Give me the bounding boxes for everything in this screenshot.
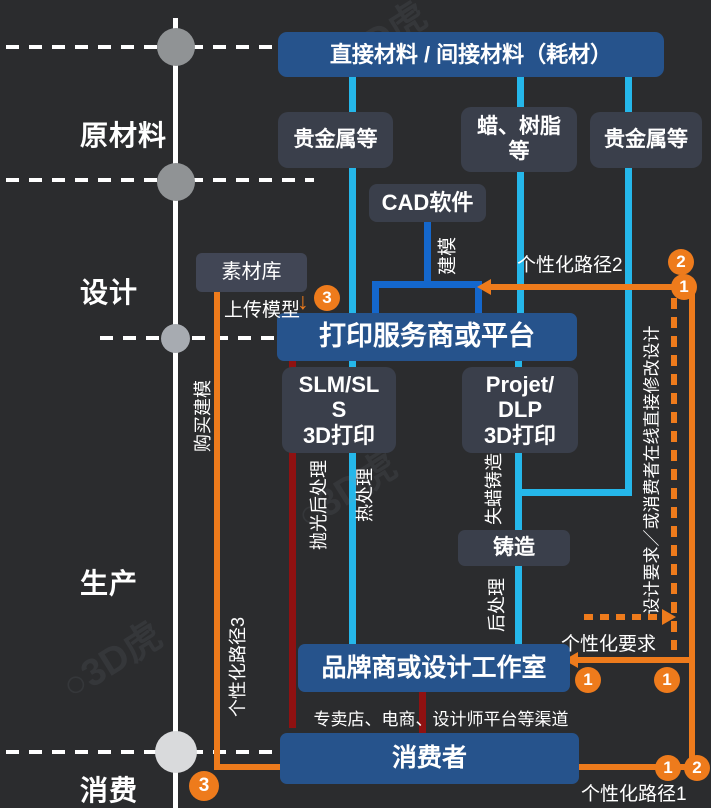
wax-resin-box: 蜡、树脂 等 [461, 107, 577, 172]
axis-node-circle [157, 163, 195, 201]
requirements-horizontal-line [577, 657, 692, 663]
projet-printing-box: Projet/ DLP 3D打印 [462, 367, 578, 453]
projet-label-line1: Projet/ [485, 372, 555, 398]
modeling-label: 建模 [437, 236, 459, 276]
path3-label: 个性化路径3 [228, 616, 248, 718]
cyan-connector [625, 77, 632, 113]
path3-badge: 3 [189, 771, 219, 801]
slm-printing-box: SLM/SL S 3D打印 [282, 367, 396, 453]
path2-badge: 2 [668, 249, 694, 275]
personalization-requirements-label: 个性化要求 [561, 634, 657, 655]
path2-arrowhead-icon [477, 279, 491, 295]
stage-label-raw-materials: 原材料 [80, 120, 168, 151]
precious-metal-left-box: 贵金属等 [278, 112, 393, 168]
path2-label: 个性化路径2 [517, 255, 623, 276]
materials-title-label: 直接材料 / 间接材料（耗材） [329, 41, 613, 67]
cyan-elbow-connector [517, 489, 632, 496]
platform-label: 打印服务商或平台 [319, 321, 535, 352]
modeling-bracket-leg [372, 281, 379, 314]
stage-label-design: 设计 [80, 277, 139, 308]
wax-resin-label-line2: 等 [508, 139, 530, 163]
design-requirements-dashed-line [671, 298, 677, 650]
consumer-label: 消费者 [391, 744, 467, 773]
cyan-connector [349, 77, 356, 113]
precious-metal-right-label: 贵金属等 [604, 127, 688, 151]
personalization-dashed-arrowhead-icon [662, 609, 676, 625]
buy-modeling-label: 购买建模 [193, 380, 213, 452]
path1-badge: 1 [575, 667, 601, 693]
personalization-dashed-line [584, 614, 664, 620]
lost-wax-casting-label: 失蜡铸造 [484, 453, 504, 525]
path1-badge: 1 [671, 274, 697, 300]
polish-post-processing-label: 抛光后处理 [309, 460, 329, 550]
modeling-bracket-bar [372, 281, 482, 288]
wax-resin-label-line1: 蜡、树脂 [477, 115, 561, 139]
path1-badge: 1 [654, 667, 680, 693]
cyan-connector [515, 565, 522, 645]
heat-treatment-label: 热处理 [355, 468, 375, 522]
casting-box: 铸造 [458, 530, 570, 566]
upload-model-label: 上传模型 [224, 300, 301, 321]
stage-label-production: 生产 [80, 568, 139, 599]
upload-down-arrow-icon: ↓ [297, 288, 309, 314]
projet-label-line3: 3D打印 [483, 422, 557, 448]
precious-metal-right-box: 贵金属等 [590, 112, 702, 168]
design-requirements-label: 设计要求／或消费者在线直接修改设计 [642, 325, 662, 615]
path3-vertical-line [214, 290, 220, 770]
cyan-connector [517, 171, 524, 314]
cyan-connector [625, 167, 632, 496]
platform-box: 打印服务商或平台 [277, 313, 577, 361]
projet-label-line2: DLP [498, 397, 542, 423]
materials-title-box: 直接材料 / 间接材料（耗材） [278, 32, 664, 77]
axis-line [173, 18, 178, 808]
path3-elbow-line [214, 764, 282, 770]
material-library-label: 素材库 [221, 261, 282, 283]
casting-label: 铸造 [493, 535, 535, 559]
path2-badge: 2 [684, 755, 710, 781]
stage-label-consumption: 消费 [80, 775, 139, 806]
axis-node-circle [157, 28, 195, 66]
slm-label-line3: 3D打印 [302, 422, 376, 448]
dark-red-connector [289, 361, 296, 728]
path1-badge: 1 [655, 755, 681, 781]
path3-badge: 3 [314, 285, 340, 311]
channels-label: 专卖店、电商、设计师平台等渠道 [313, 710, 569, 729]
modeling-bracket-leg [475, 281, 482, 314]
axis-node-circle [155, 731, 197, 773]
stage-divider-dashed-line [6, 750, 280, 754]
path1-horizontal-line [578, 764, 692, 770]
modeling-connector [424, 221, 431, 284]
slm-label-line2: S [331, 397, 347, 423]
slm-label-line1: SLM/SL [298, 372, 380, 398]
watermark: ○3D虎 [54, 614, 170, 709]
material-library-box: 素材库 [196, 253, 307, 292]
axis-node-circle [161, 324, 190, 353]
cad-software-box: CAD软件 [369, 184, 486, 222]
cyan-connector [517, 77, 524, 108]
path1-label: 个性化路径1 [581, 784, 687, 805]
cyan-connector [349, 167, 356, 314]
path2-horizontal-line [489, 284, 673, 290]
dark-red-connector [419, 691, 426, 734]
post-processing-label: 后处理 [487, 578, 507, 632]
precious-metal-left-label: 贵金属等 [293, 127, 378, 151]
cad-software-label: CAD软件 [381, 190, 474, 216]
brand-studio-label: 品牌商或设计工作室 [321, 653, 547, 682]
stage-divider-dashed-line [6, 45, 274, 49]
consumer-box: 消费者 [280, 733, 579, 784]
path-right-vertical-line [689, 293, 695, 770]
cyan-connector [349, 361, 356, 645]
brand-studio-box: 品牌商或设计工作室 [298, 644, 570, 692]
